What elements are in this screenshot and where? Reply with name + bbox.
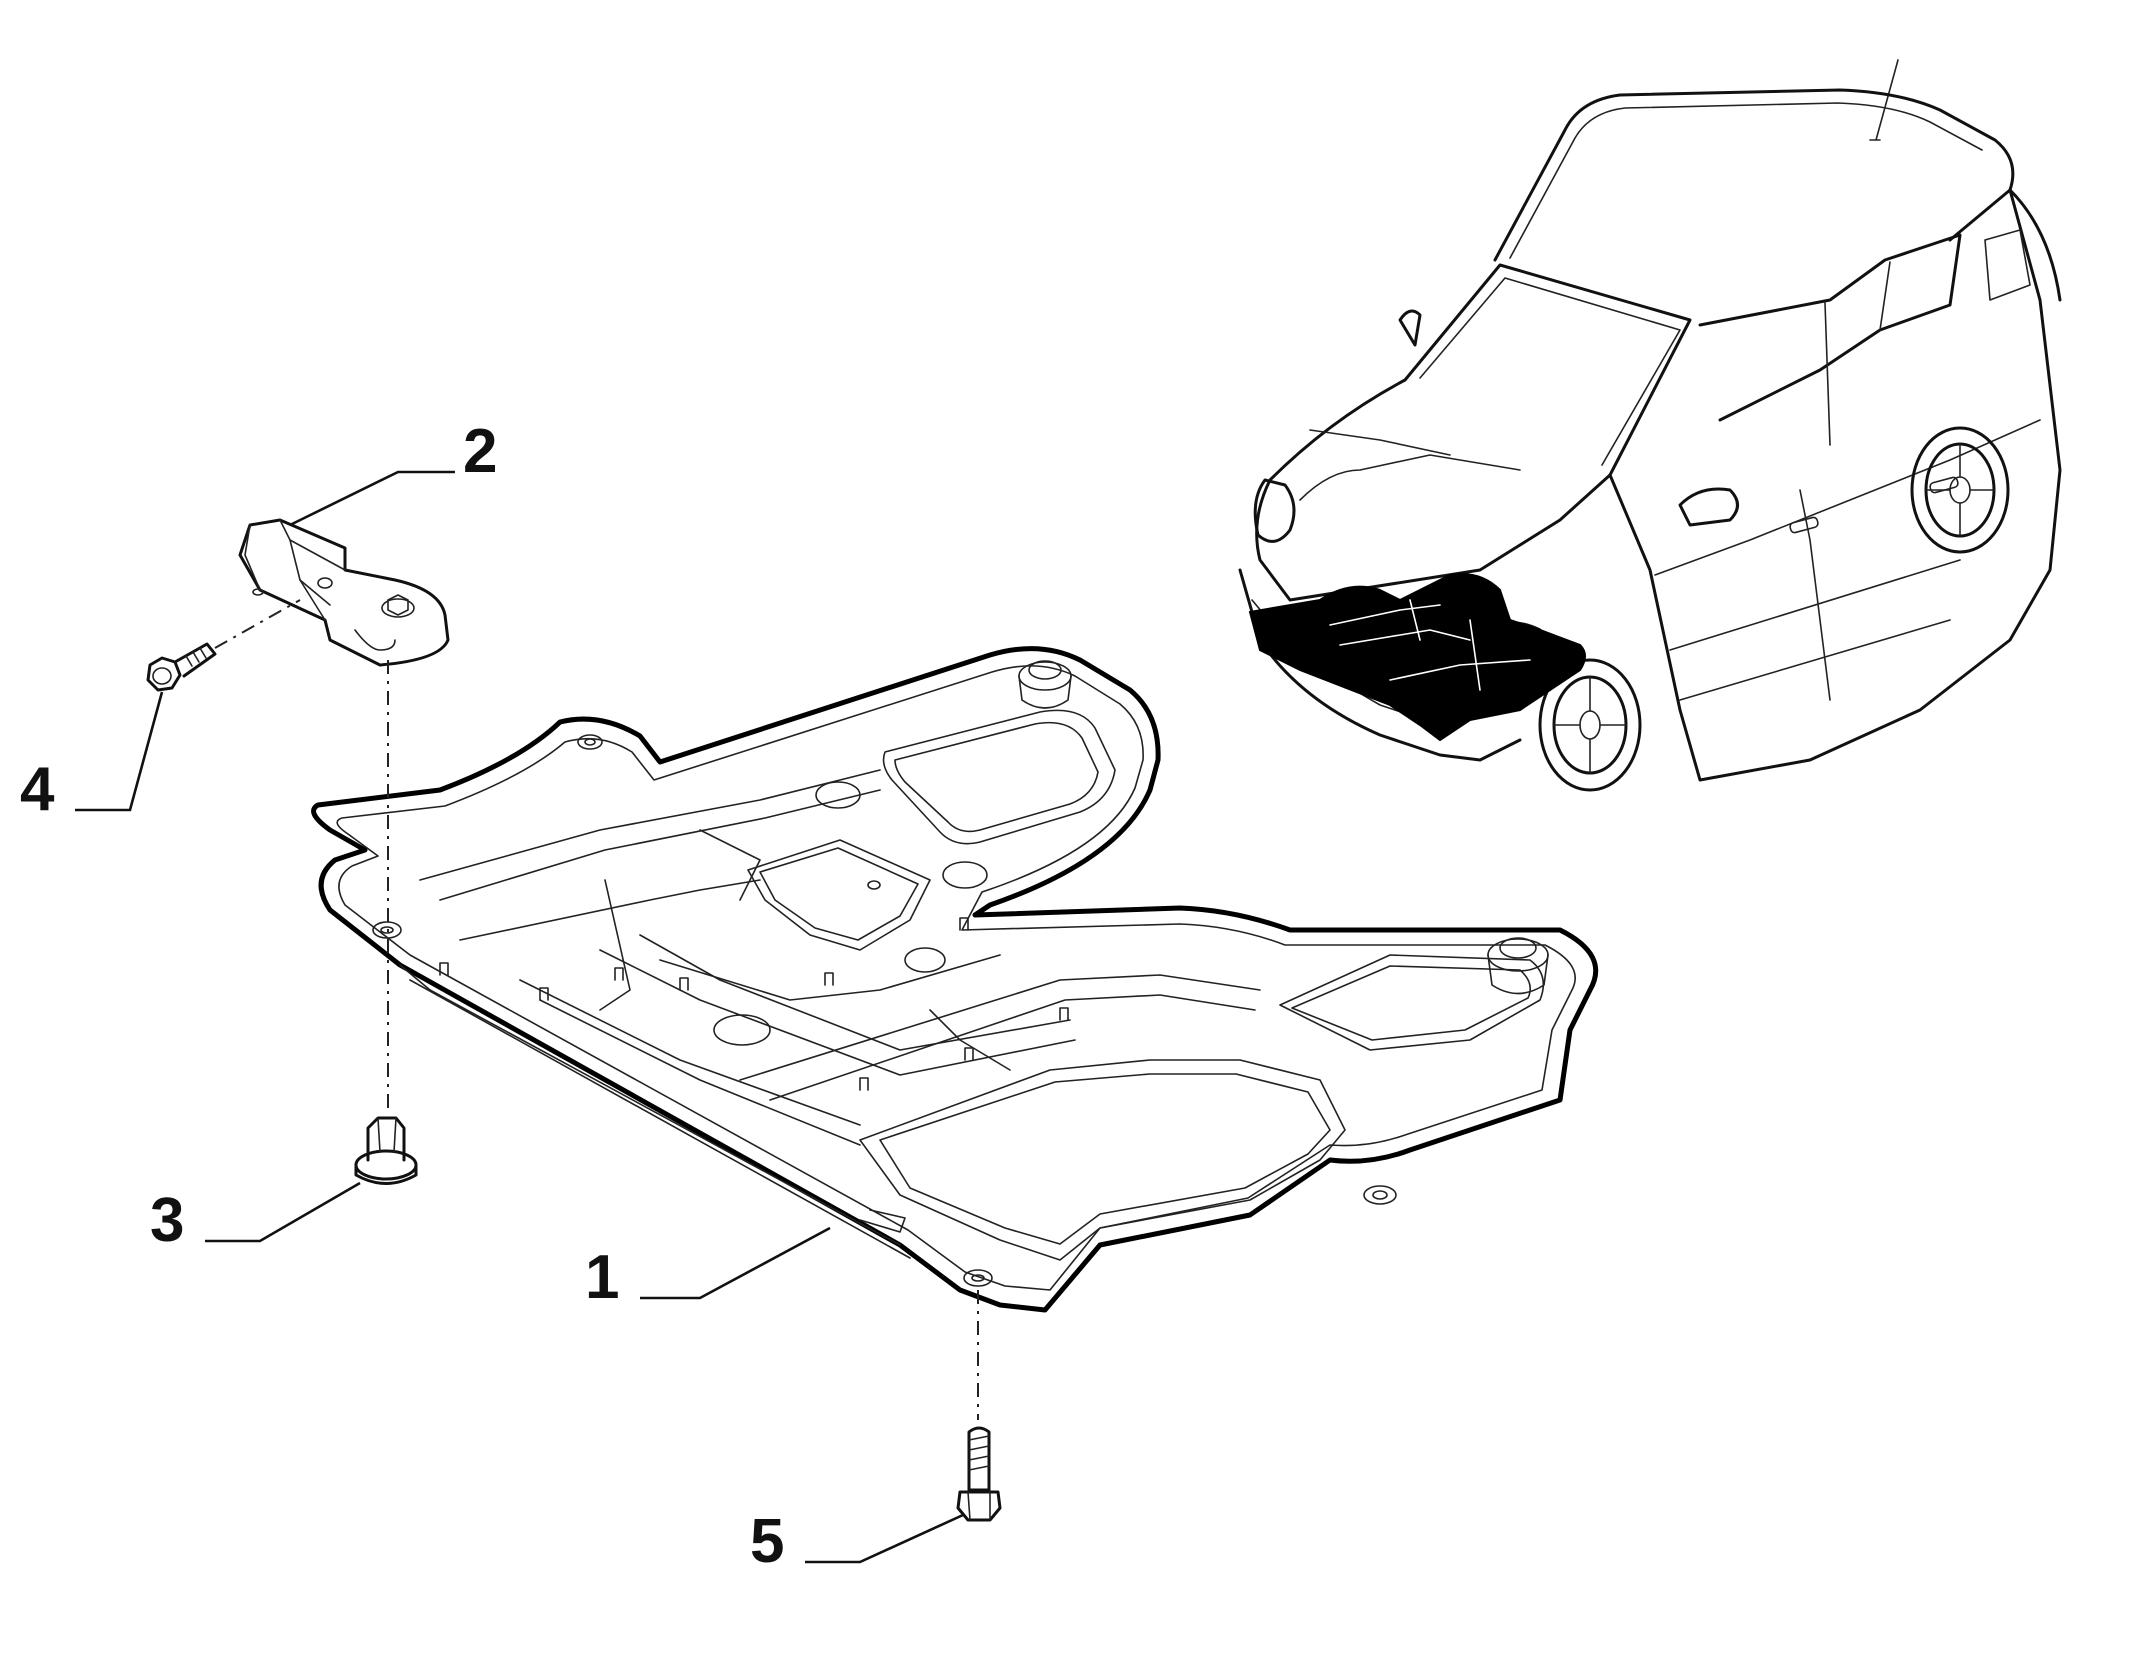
leader-line-1 — [640, 1226, 831, 1300]
mount-boss — [1487, 937, 1549, 995]
shield-highlight-detail — [1329, 599, 1531, 691]
underbody-shield — [311, 646, 1599, 1313]
callout-2: 2 — [463, 417, 497, 486]
shield-highlight — [1248, 573, 1586, 742]
callout-4: 4 — [20, 755, 55, 824]
wheel — [1538, 658, 1642, 792]
flange-screw — [146, 642, 217, 692]
mount-boss — [1018, 660, 1072, 709]
hex-bolt — [956, 1426, 1002, 1522]
flange-nut — [354, 1116, 418, 1185]
callout-1: 1 — [585, 1243, 619, 1312]
callout-5: 5 — [750, 1507, 784, 1576]
callout-3: 3 — [150, 1186, 184, 1255]
assembly-line — [214, 599, 301, 649]
wheel — [1910, 426, 2010, 554]
leader-line-4 — [75, 691, 164, 812]
bracket — [238, 518, 450, 667]
leader-line-3 — [205, 1181, 361, 1243]
leader-line-2 — [289, 470, 455, 527]
leader-line-5 — [805, 1513, 964, 1564]
clip-stud — [439, 917, 1069, 1091]
car-illustration — [1238, 59, 2062, 792]
mount-boss — [713, 781, 988, 1046]
fastener-hole — [372, 734, 1397, 1287]
